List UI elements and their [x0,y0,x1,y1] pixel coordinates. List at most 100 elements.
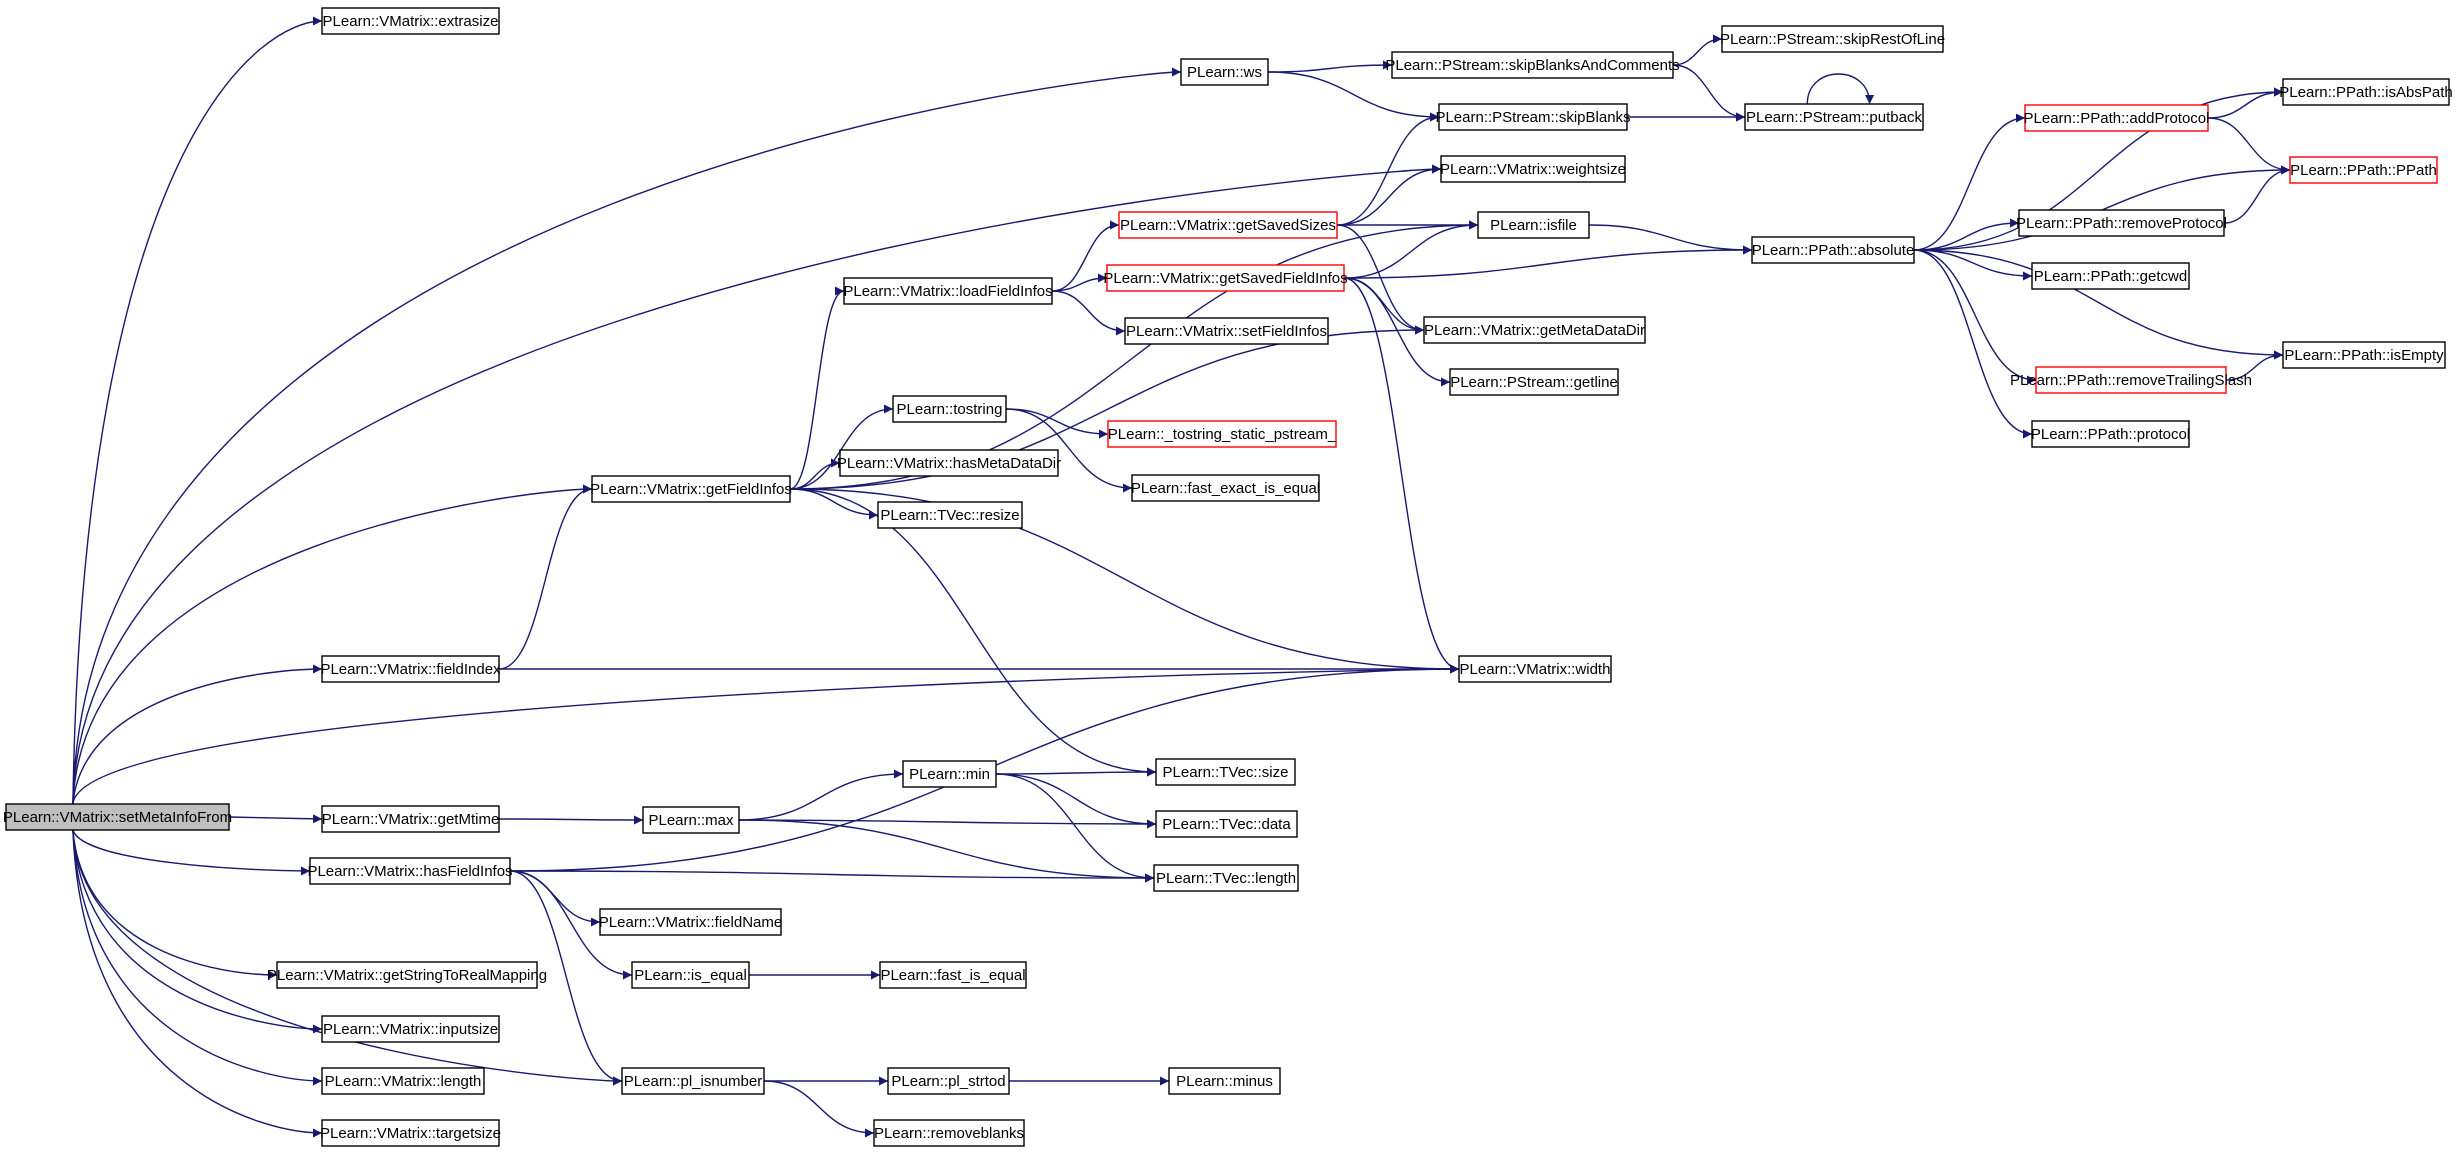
node-getStringToRealMapping[interactable]: PLearn::VMatrix::getStringToRealMapping [267,961,547,989]
node-isEmpty[interactable]: PLearn::PPath::isEmpty [2282,341,2446,369]
node-box [2282,341,2446,369]
node-label: PLearn::PStream::skipBlanksAndComments [1385,57,1679,74]
node-tostringStatic[interactable]: PLearn::_tostring_static_pstream_ [1107,420,1337,448]
edge-absolute-to-removeProtocol [1913,218,2020,251]
node-label: PLearn::min [909,766,990,783]
edge-setMetaInfoFrom-to-inputsize [72,829,323,1034]
node-label: PLearn::is_equal [634,967,747,984]
node-getMtime[interactable]: PLearn::VMatrix::getMtime [321,805,500,833]
node-getSavedSizes[interactable]: PLearn::VMatrix::getSavedSizes [1118,211,1338,239]
edge-getFieldInfos-to-hasMetaDataDir [789,458,841,490]
node-loadFieldInfos[interactable]: PLearn::VMatrix::loadFieldInfos [843,277,1053,305]
edge-setMetaInfoFrom-to-fieldIndex [72,664,323,805]
node-label: PLearn::PPath::protocol [2031,426,2190,443]
node-skipBlanks[interactable]: PLearn::PStream::skipBlanks [1435,103,1631,131]
node-getcwd[interactable]: PLearn::PPath::getcwd [2031,262,2190,290]
node-box [1721,25,1944,53]
node-fastIsEqual[interactable]: PLearn::fast_is_equal [879,961,1027,989]
node-setFieldInfos[interactable]: PLearn::VMatrix::setFieldInfos [1124,317,1329,345]
node-addProtocol[interactable]: PLearn::PPath::addProtocol [2024,104,2210,132]
edge-loadFieldInfos-to-getSavedFieldInfos [1051,273,1108,292]
edge-loadFieldInfos-to-getSavedSizes [1051,220,1120,292]
node-getline[interactable]: PLearn::PStream::getline [1449,368,1619,396]
edge-setMetaInfoFrom-to-extrasize [72,16,323,805]
node-skipBlanksAndComments[interactable]: PLearn::PStream::skipBlanksAndComments [1385,51,1680,79]
node-skipRestOfLine[interactable]: PLearn::PStream::skipRestOfLine [1720,25,1945,53]
edge-max-to-data [738,819,1157,829]
node-data[interactable]: PLearn::TVec::data [1155,810,1298,838]
node-plStrtod[interactable]: PLearn::pl_strtod [887,1067,1010,1095]
node-tostring[interactable]: PLearn::tostring [892,395,1007,423]
node-fieldName[interactable]: PLearn::VMatrix::fieldName [599,908,782,936]
node-resize[interactable]: PLearn::TVec::resize [877,501,1023,529]
edge-setMetaInfoFrom-to-targetsize [72,829,323,1138]
node-box [1180,58,1269,86]
node-putback[interactable]: PLearn::PStream::putback [1744,103,1924,131]
node-plIsnumber[interactable]: PLearn::pl_isnumber [621,1067,765,1095]
node-max[interactable]: PLearn::max [642,806,740,834]
node-box [1153,864,1299,892]
node-fieldIndex[interactable]: PLearn::VMatrix::fieldIndex [320,655,501,683]
node-box [1155,758,1296,786]
node-box [1449,368,1619,396]
node-label: PLearn::tostring [897,401,1003,418]
edge-absolute-to-addProtocol [1913,113,2026,251]
node-extrasize[interactable]: PLearn::VMatrix::extrasize [321,7,500,35]
edge-hasFieldInfos-to-plIsnumber [509,870,623,1086]
node-box [1107,420,1337,448]
node-ws[interactable]: PLearn::ws [1180,58,1269,86]
node-vmLength[interactable]: PLearn::VMatrix::length [321,1067,485,1095]
node-box [2031,262,2190,290]
edge-fieldIndex-to-getFieldInfos [498,484,593,670]
node-box [1440,155,1626,183]
node-getSavedFieldInfos[interactable]: PLearn::VMatrix::getSavedFieldInfos [1103,264,1348,292]
node-label: PLearn::fast_exact_is_equal [1131,480,1320,497]
node-label: PLearn::VMatrix::hasMetaDataDir [837,455,1061,472]
node-label: PLearn::removeblanks [874,1125,1024,1142]
edge-hasFieldInfos-to-fieldName [509,870,601,927]
node-label: PLearn::VMatrix::getStringToRealMapping [267,967,547,984]
edge-hasFieldInfos-to-isEqual [509,870,633,980]
node-protocol[interactable]: PLearn::PPath::protocol [2031,420,2190,448]
node-label: PLearn::VMatrix::getMetaDataDir [1424,322,1645,339]
node-getFieldInfos[interactable]: PLearn::VMatrix::getFieldInfos [590,475,792,503]
node-isEqual[interactable]: PLearn::is_equal [631,961,750,989]
node-isAbsPath[interactable]: PLearn::PPath::isAbsPath [2279,78,2453,106]
node-label: PLearn::TVec::resize [880,507,1019,524]
node-label: PLearn::PPath::removeProtocol [2016,215,2227,232]
edge-loadFieldInfos-to-setFieldInfos [1051,290,1126,336]
node-label: PLearn::VMatrix::width [1460,661,1611,678]
edge-getFieldInfos-to-loadFieldInfos [789,286,845,490]
edge-getFieldInfos-to-width [789,488,1460,674]
node-label: PLearn::PPath::isEmpty [2284,347,2444,364]
node-min[interactable]: PLearn::min [902,760,997,788]
node-box [642,806,740,834]
node-absolute[interactable]: PLearn::PPath::absolute [1751,236,1915,264]
node-hasFieldInfos[interactable]: PLearn::VMatrix::hasFieldInfos [307,857,513,885]
node-isfile[interactable]: PLearn::isfile [1477,211,1590,239]
node-box [321,1015,500,1043]
edge-hasFieldInfos-to-length [509,870,1155,883]
node-hasMetaDataDir[interactable]: PLearn::VMatrix::hasMetaDataDir [837,449,1061,477]
edge-setMetaInfoFrom-to-hasFieldInfos [72,829,311,876]
node-fastExactIsEqual[interactable]: PLearn::fast_exact_is_equal [1131,474,1320,502]
node-removeProtocol[interactable]: PLearn::PPath::removeProtocol [2016,209,2227,237]
node-width[interactable]: PLearn::VMatrix::width [1458,655,1612,683]
node-getMetaDataDir[interactable]: PLearn::VMatrix::getMetaDataDir [1423,316,1646,344]
node-inputsize[interactable]: PLearn::VMatrix::inputsize [321,1015,500,1043]
node-label: PLearn::VMatrix::fieldName [599,914,782,931]
node-removeTrailingSlash[interactable]: PLearn::PPath::removeTrailingSlash [2010,366,2252,394]
node-label: PLearn::PPath::addProtocol [2024,110,2210,127]
node-box [877,501,1023,529]
node-box [591,475,791,503]
node-setMetaInfoFrom[interactable]: PLearn::VMatrix::setMetaInfoFrom [3,803,232,831]
node-targetsize[interactable]: PLearn::VMatrix::targetsize [320,1119,501,1147]
edge-max-to-min [738,769,904,821]
node-label: PLearn::VMatrix::extrasize [323,13,499,30]
node-length[interactable]: PLearn::TVec::length [1153,864,1299,892]
node-removeblanks[interactable]: PLearn::removeblanks [873,1119,1025,1147]
node-weightsize[interactable]: PLearn::VMatrix::weightsize [1440,155,1626,183]
node-ppath[interactable]: PLearn::PPath::PPath [2289,156,2438,184]
node-minus[interactable]: PLearn::minus [1168,1067,1281,1095]
node-size[interactable]: PLearn::TVec::size [1155,758,1296,786]
